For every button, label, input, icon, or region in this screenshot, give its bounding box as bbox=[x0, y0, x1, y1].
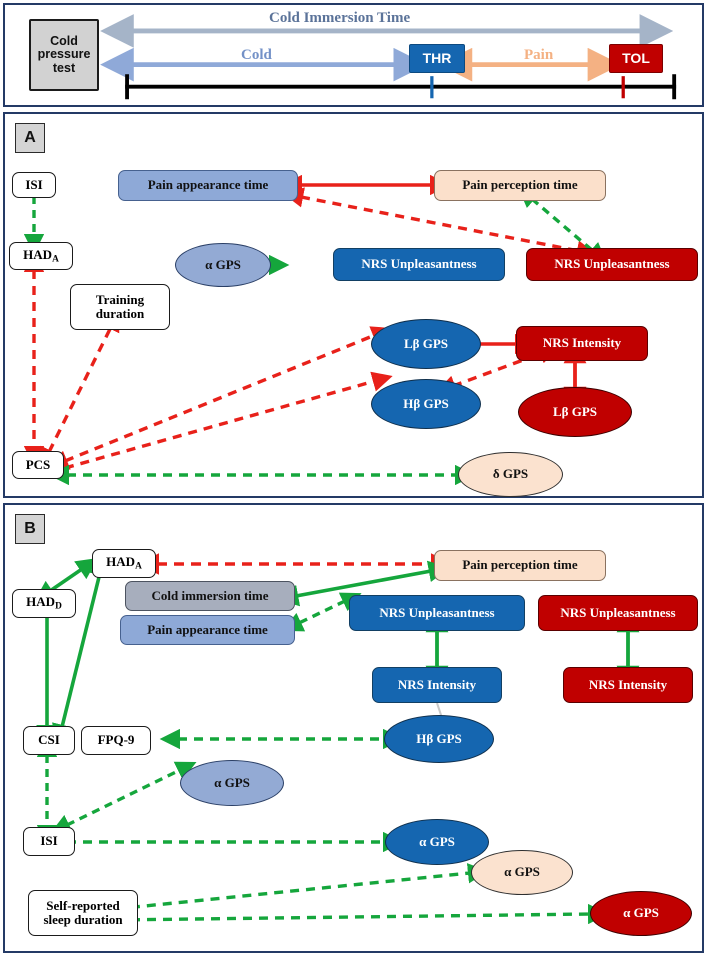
tol-label: TOL bbox=[622, 49, 650, 66]
node-b-nrs-intensity-red: NRS Intensity bbox=[563, 667, 693, 703]
edge-b-nrsunplblue-painappear bbox=[282, 592, 362, 632]
cold-pressure-test-box: Cold pressure test bbox=[29, 19, 99, 91]
panel-b: B bbox=[3, 503, 704, 953]
cold-immersion-time-label: Cold Immersion Time bbox=[269, 10, 411, 26]
node-a-pain-perception-time: Pain perception time bbox=[434, 170, 606, 201]
edge-pcs-hbeta-blue bbox=[47, 371, 393, 478]
node-b-csi-label: CSI bbox=[38, 732, 60, 748]
node-b-hadd: HADD bbox=[12, 589, 76, 618]
node-a-isi: ISI bbox=[12, 172, 56, 198]
node-a-hada: HADA bbox=[9, 242, 73, 270]
node-b-alpha-gps-light: α GPS bbox=[180, 760, 284, 806]
node-b-nrs-unpleasantness-blue-label: NRS Unpleasantness bbox=[379, 604, 495, 620]
node-b-pain-appearance-time-label: Pain appearance time bbox=[147, 621, 268, 637]
edge-b-sleep-alphagps-red bbox=[96, 903, 609, 931]
node-b-hada: HADA bbox=[92, 549, 156, 578]
edge-b-sleep-alphagps-peach bbox=[96, 863, 489, 919]
node-b-nrs-intensity-red-label: NRS Intensity bbox=[588, 676, 668, 692]
node-b-alpha-gps-blue: α GPS bbox=[385, 819, 489, 865]
node-a-hbeta-gps-blue-label: Hβ GPS bbox=[403, 395, 449, 411]
node-b-hadd-label: HADD bbox=[26, 594, 62, 612]
node-b-fpq9: FPQ-9 bbox=[81, 726, 151, 755]
edge-b-painpercept-coldimmersion bbox=[276, 560, 451, 607]
node-b-hada-label: HADA bbox=[106, 554, 142, 572]
node-a-pain-perception-time-label: Pain perception time bbox=[462, 177, 578, 193]
cold-pressure-test-label: Cold pressure test bbox=[37, 33, 91, 75]
node-b-pain-perception-time: Pain perception time bbox=[434, 550, 606, 581]
node-b-alpha-gps-peach-label: α GPS bbox=[504, 864, 540, 880]
edge-painappear-nrsunpl-red bbox=[282, 187, 598, 261]
node-b-nrs-intensity-blue: NRS Intensity bbox=[372, 667, 502, 703]
node-b-hbeta-gps: Hβ GPS bbox=[384, 715, 494, 763]
node-b-fpq9-label: FPQ-9 bbox=[97, 732, 135, 748]
pain-label: Pain bbox=[524, 47, 554, 63]
node-a-delta-gps-label: δ GPS bbox=[492, 466, 529, 482]
node-a-nrs-unpleasantness-blue: NRS Unpleasantness bbox=[333, 248, 505, 281]
node-b-alpha-gps-red: α GPS bbox=[590, 891, 692, 936]
node-a-delta-gps: δ GPS bbox=[458, 452, 563, 497]
node-a-alpha-gps-label: α GPS bbox=[205, 256, 241, 272]
panel-b-letter: B bbox=[15, 514, 45, 544]
node-a-lbeta-gps-red: Lβ GPS bbox=[518, 387, 632, 437]
node-b-hbeta-gps-label: Hβ GPS bbox=[416, 730, 462, 746]
node-a-nrs-unpleasantness-blue-label: NRS Unpleasantness bbox=[361, 256, 477, 272]
node-a-training-duration: Training duration bbox=[70, 284, 170, 330]
node-b-hadd-sub: D bbox=[55, 601, 62, 612]
node-a-training-duration-label: Training duration bbox=[95, 291, 145, 321]
node-b-nrs-intensity-blue-label: NRS Intensity bbox=[397, 676, 477, 692]
timeline-panel: Cold pressure test Cold Immersion Time C… bbox=[3, 3, 704, 107]
node-a-lbeta-gps-blue: Lβ GPS bbox=[371, 319, 481, 369]
node-b-isi-label: ISI bbox=[40, 833, 58, 849]
node-b-pain-appearance-time: Pain appearance time bbox=[120, 615, 295, 645]
node-b-alpha-gps-blue-label: α GPS bbox=[419, 833, 455, 849]
node-a-pain-appearance-time-label: Pain appearance time bbox=[147, 177, 269, 193]
node-b-self-reported-sleep-duration-label: Self-reported sleep duration bbox=[43, 897, 123, 927]
node-a-pcs-label: PCS bbox=[25, 456, 51, 472]
node-a-hada-label: HADA bbox=[23, 246, 59, 265]
node-a-hada-sub: A bbox=[52, 254, 59, 265]
edge-pcs-training bbox=[40, 310, 120, 469]
node-b-hada-text: HAD bbox=[106, 554, 136, 570]
node-a-nrs-intensity-red-label: NRS Intensity bbox=[542, 335, 622, 351]
node-a-nrs-unpleasantness-red-label: NRS Unpleasantness bbox=[554, 256, 670, 272]
node-a-lbeta-gps-red-label: Lβ GPS bbox=[552, 403, 598, 419]
node-b-hadd-text: HAD bbox=[26, 594, 56, 610]
node-b-alpha-gps-red-label: α GPS bbox=[623, 905, 659, 921]
node-b-nrs-unpleasantness-red: NRS Unpleasantness bbox=[538, 595, 698, 631]
node-b-cold-immersion-time: Cold immersion time bbox=[125, 581, 295, 611]
node-a-nrs-intensity-red: NRS Intensity bbox=[516, 326, 648, 361]
node-b-alpha-gps-light-label: α GPS bbox=[214, 774, 250, 790]
node-a-alpha-gps: α GPS bbox=[175, 243, 271, 287]
node-a-nrs-unpleasantness-red: NRS Unpleasantness bbox=[526, 248, 698, 281]
node-b-isi: ISI bbox=[23, 827, 75, 856]
edge-painpercept-nrsunpl-red bbox=[518, 187, 607, 263]
thr-box: THR bbox=[409, 44, 465, 73]
node-b-alpha-gps-peach: α GPS bbox=[471, 850, 573, 895]
edge-b-hada-hadd bbox=[33, 557, 99, 603]
node-b-nrs-unpleasantness-blue: NRS Unpleasantness bbox=[349, 595, 525, 631]
node-b-cold-immersion-time-label: Cold immersion time bbox=[151, 587, 269, 603]
node-a-hada-text: HAD bbox=[23, 246, 53, 262]
cold-label: Cold bbox=[241, 47, 272, 63]
panel-a-letter: A bbox=[15, 123, 45, 153]
thr-label: THR bbox=[422, 49, 452, 66]
edge-pcs-lbeta-blue bbox=[47, 326, 393, 470]
node-a-hbeta-gps-blue: Hβ GPS bbox=[371, 379, 481, 429]
panel-a-letter-text: A bbox=[24, 129, 36, 146]
edge-b-isi-alphagps-light bbox=[50, 761, 197, 834]
tol-box: TOL bbox=[609, 44, 663, 73]
node-b-csi: CSI bbox=[23, 726, 75, 755]
node-a-lbeta-gps-blue-label: Lβ GPS bbox=[403, 335, 449, 351]
panel-a: A bbox=[3, 112, 704, 498]
node-b-hada-sub: A bbox=[135, 561, 142, 572]
node-a-pcs: PCS bbox=[12, 451, 64, 479]
node-a-isi-label: ISI bbox=[25, 176, 43, 192]
node-a-pain-appearance-time: Pain appearance time bbox=[118, 170, 298, 201]
node-b-self-reported-sleep-duration: Self-reported sleep duration bbox=[28, 890, 138, 936]
node-b-nrs-unpleasantness-red-label: NRS Unpleasantness bbox=[560, 604, 676, 620]
node-b-pain-perception-time-label: Pain perception time bbox=[462, 557, 578, 573]
panel-b-letter-text: B bbox=[24, 520, 36, 537]
